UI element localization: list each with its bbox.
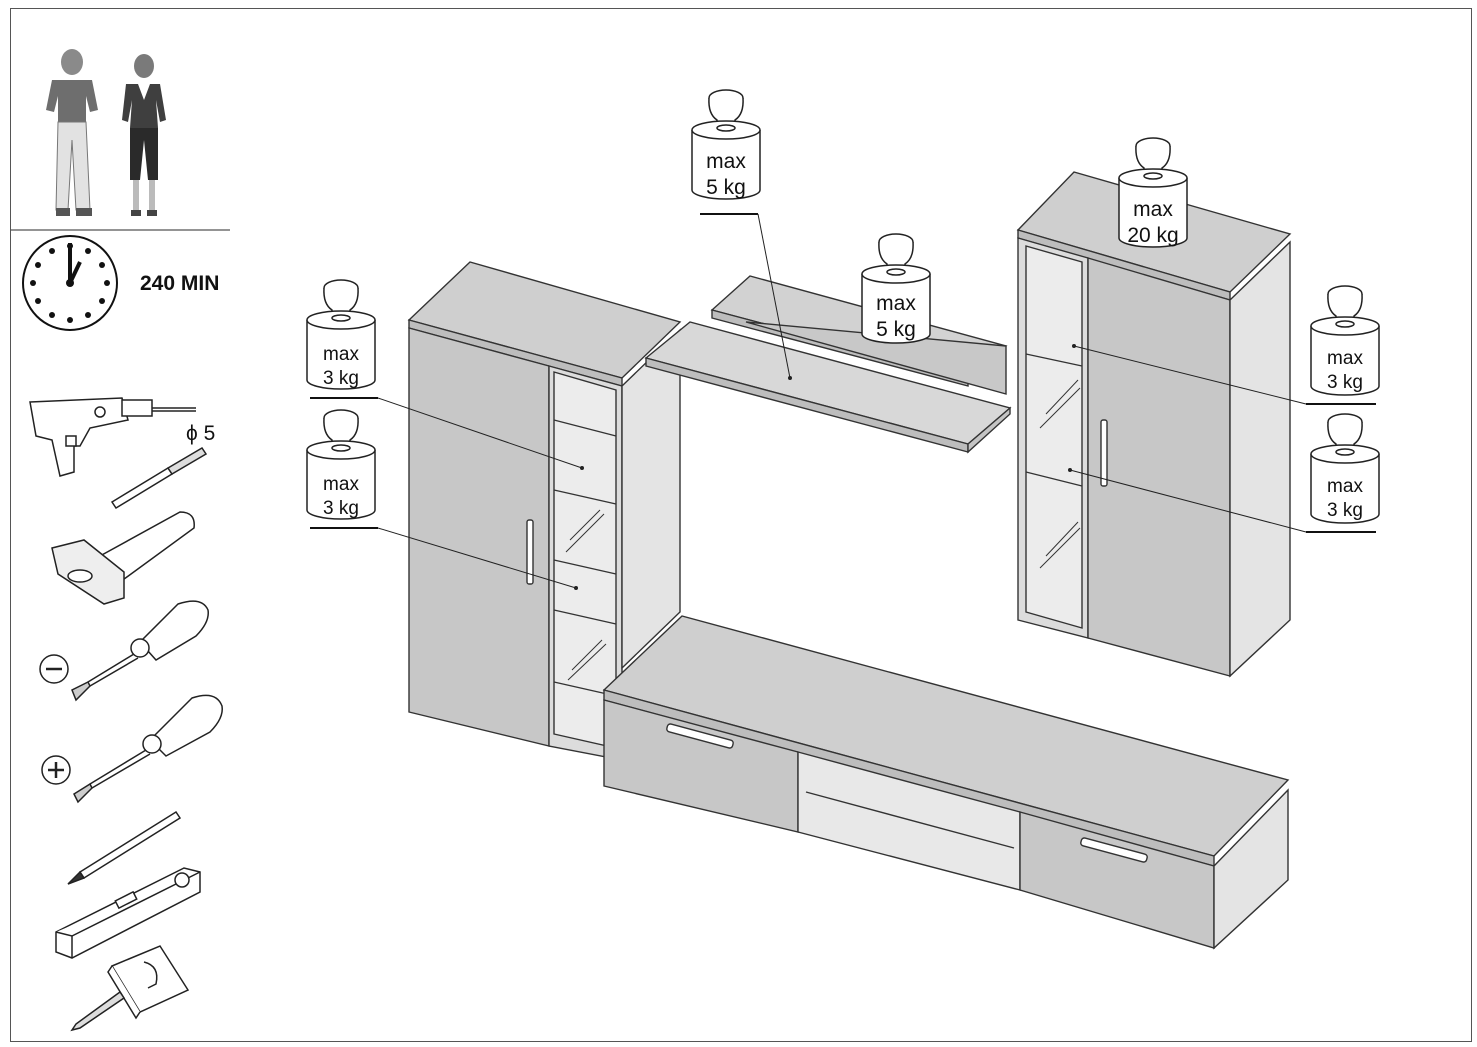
svg-text:max: max	[876, 292, 916, 315]
pencil-icon	[67, 810, 182, 885]
weight-right-lower: max 3 kg	[1068, 413, 1380, 533]
plus-sign-icon	[41, 755, 71, 785]
svg-text:max: max	[323, 474, 359, 495]
svg-text:3 kg: 3 kg	[323, 368, 359, 389]
tape-measure-icon	[70, 945, 190, 1032]
drill-bit-icon	[110, 446, 208, 510]
person-woman-icon	[122, 54, 166, 216]
clock-icon	[22, 235, 118, 331]
weight-wall-shelf-mid: max 5 kg	[861, 233, 931, 344]
svg-text:3 kg: 3 kg	[1327, 372, 1363, 393]
left-tall-cabinet	[407, 261, 682, 761]
weight-wall-shelf-top: max 5 kg	[691, 89, 792, 380]
svg-text:max: max	[1133, 198, 1173, 221]
svg-text:3 kg: 3 kg	[323, 498, 359, 519]
person-man-icon	[46, 49, 98, 216]
weight-right-upper: max 3 kg	[1072, 285, 1380, 405]
svg-text:max: max	[706, 150, 746, 173]
svg-text:max: max	[1327, 348, 1363, 369]
duration-label: 240 MIN	[140, 272, 219, 295]
svg-text:max: max	[1327, 476, 1363, 497]
svg-text:20 kg: 20 kg	[1127, 224, 1178, 247]
weight-left-lower: max 3 kg	[306, 409, 578, 590]
phillips-screwdriver-icon	[73, 694, 223, 804]
minus-sign-icon	[39, 654, 69, 684]
page-frame	[10, 8, 1472, 1042]
drill-icon	[29, 397, 196, 477]
svg-text:3 kg: 3 kg	[1327, 500, 1363, 521]
spirit-level-icon	[55, 867, 201, 959]
hammer-icon	[51, 511, 195, 605]
weight-right-cabinet-top: max 20 kg	[1118, 137, 1188, 248]
drill-bit-size-label: ϕ 5	[186, 422, 215, 445]
svg-text:5 kg: 5 kg	[876, 318, 916, 341]
flathead-screwdriver-icon	[71, 600, 209, 702]
svg-text:5 kg: 5 kg	[706, 176, 746, 199]
weight-left-upper: max 3 kg	[306, 279, 584, 470]
wall-shelf	[644, 275, 1012, 454]
tv-lowboard	[602, 615, 1290, 950]
svg-text:max: max	[323, 344, 359, 365]
right-tall-cabinet	[1016, 171, 1292, 678]
